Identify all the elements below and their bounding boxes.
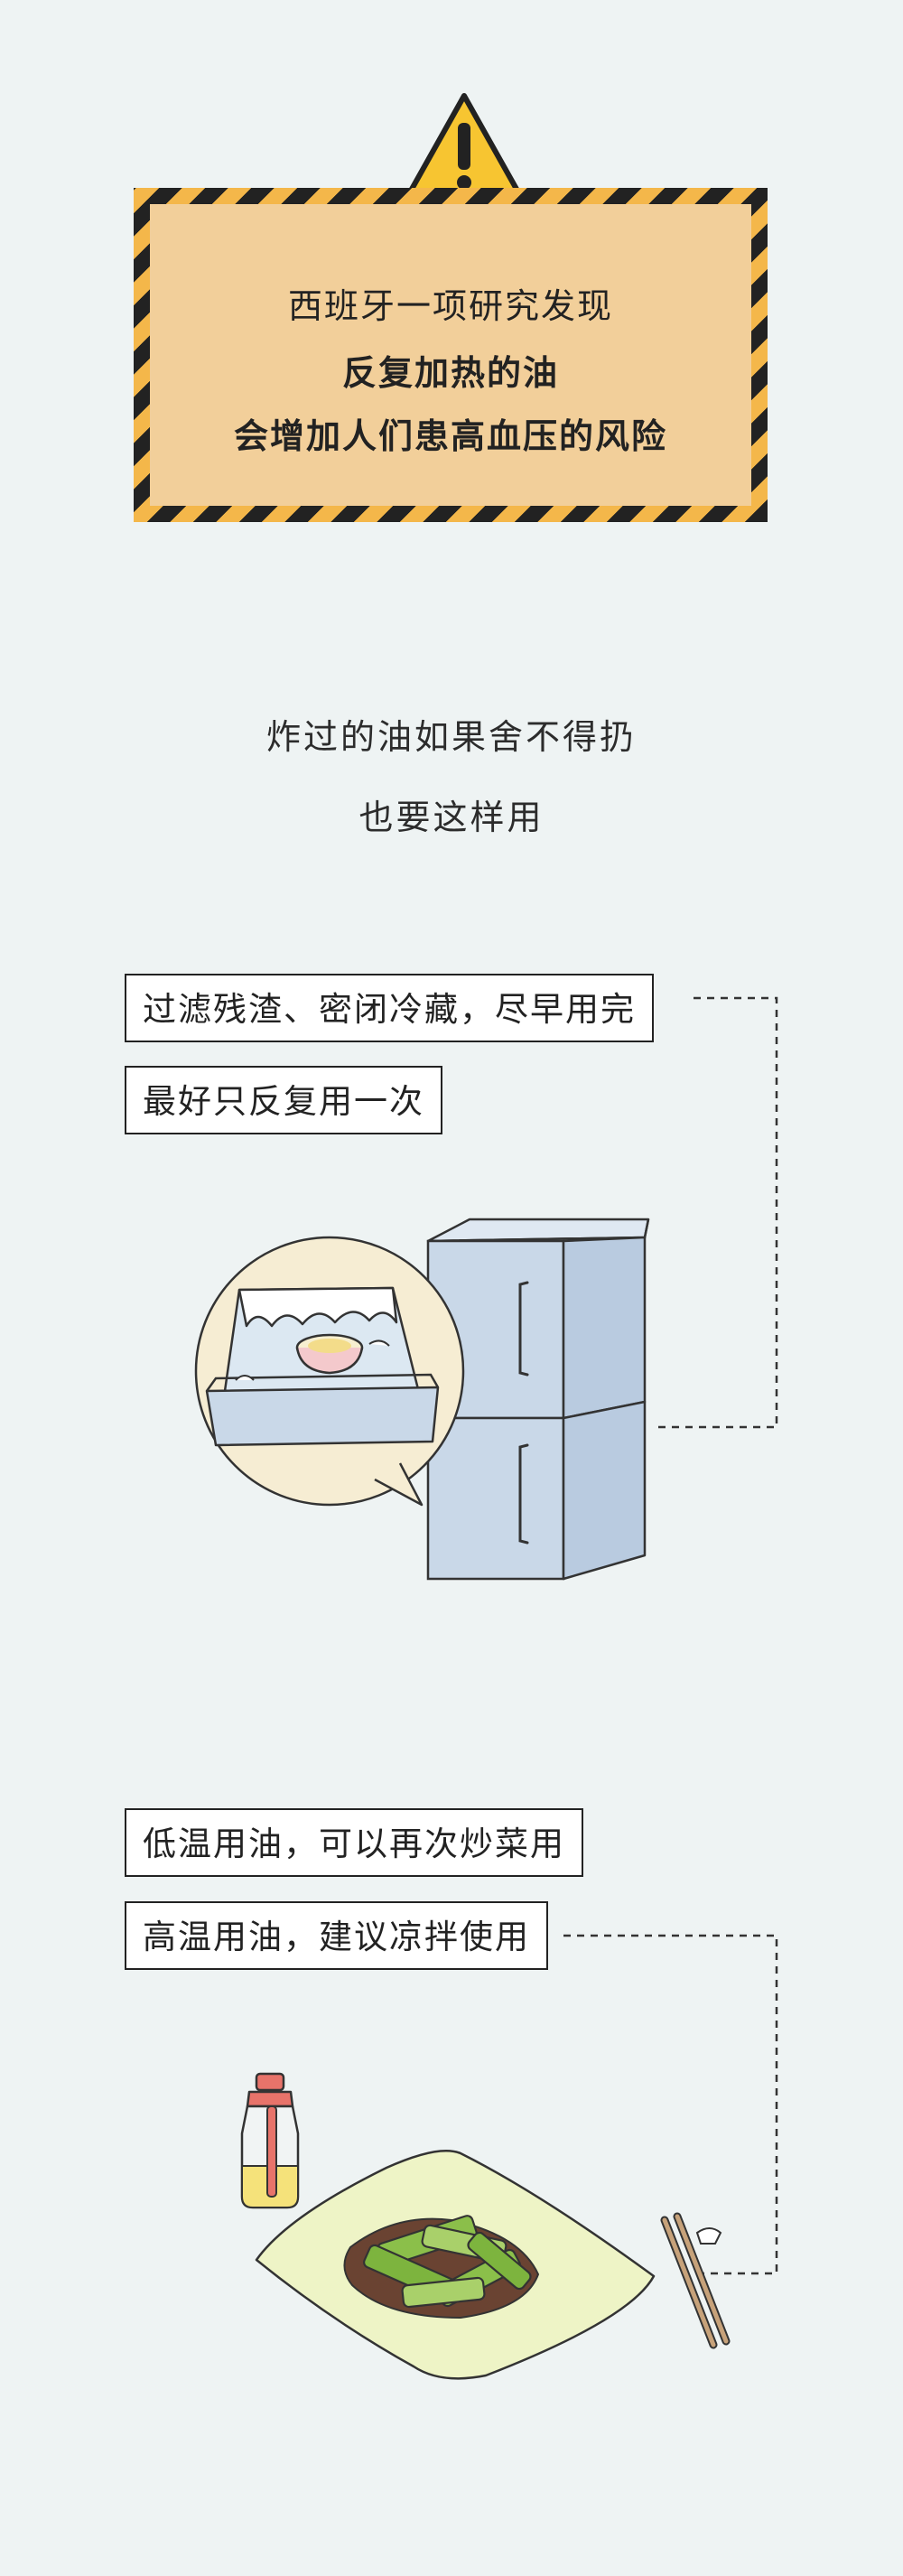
tip-box-high-temp-oil: 高温用油，建议凉拌使用 (125, 1901, 548, 1970)
chopsticks-icon (660, 2212, 731, 2349)
warning-line-2: 反复加热的油 (341, 353, 559, 393)
oil-bottle-icon (240, 2072, 300, 2209)
warning-panel: 西班牙一项研究发现 反复加热的油 会增加人们患高血压的风险 (150, 204, 751, 506)
cucumber-salad-plate (255, 2149, 656, 2380)
intro-line-1: 炸过的油如果舍不得扔 (265, 717, 637, 757)
tip-box-reuse-once: 最好只反复用一次 (125, 1066, 442, 1134)
warning-line-1: 西班牙一项研究发现 (287, 286, 613, 326)
warning-line-3: 会增加人们患高血压的风险 (233, 416, 667, 456)
fridge-drawer-bubble (194, 1236, 465, 1507)
tip-box-low-temp-oil: 低温用油，可以再次炒菜用 (125, 1808, 583, 1877)
warning-triangle-icon (404, 93, 525, 201)
warning-banner: 西班牙一项研究发现 反复加热的油 会增加人们患高血压的风险 (134, 188, 768, 522)
tip-box-filter-refrigerate: 过滤残渣、密闭冷藏，尽早用完 (125, 974, 654, 1042)
intro-line-2: 也要这样用 (358, 798, 545, 837)
